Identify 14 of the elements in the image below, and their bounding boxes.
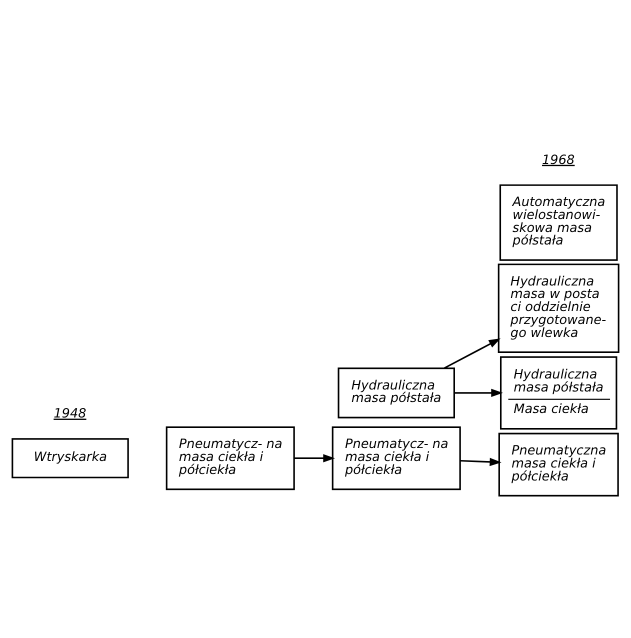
node-box: Pneumatyczna masa ciekła i półciekła: [498, 432, 619, 497]
node-box: Wtryskarka: [12, 438, 129, 478]
node-box: Hydrauliczna masa w posta ci oddzielnie przygotowane- go wlewka: [498, 264, 620, 353]
node-box: Automatyczna wielostanowi- skowa masa półstała: [499, 184, 618, 261]
label: 1968: [542, 152, 575, 168]
arrow: [444, 338, 501, 369]
label: 1948: [54, 406, 86, 422]
arrow: [454, 388, 503, 398]
node-box: Pneumatycz- na masa ciekła i półciekła: [166, 426, 295, 490]
arrow: [460, 458, 502, 466]
arrow: [294, 454, 335, 462]
node-box: Pneumatycz- na masa ciekła i półciekła: [332, 426, 461, 490]
node-box: Hydrauliczna masa półstała: [338, 367, 455, 418]
node-box: Hydrauliczna masa półstała Masa ciekła: [500, 356, 618, 430]
